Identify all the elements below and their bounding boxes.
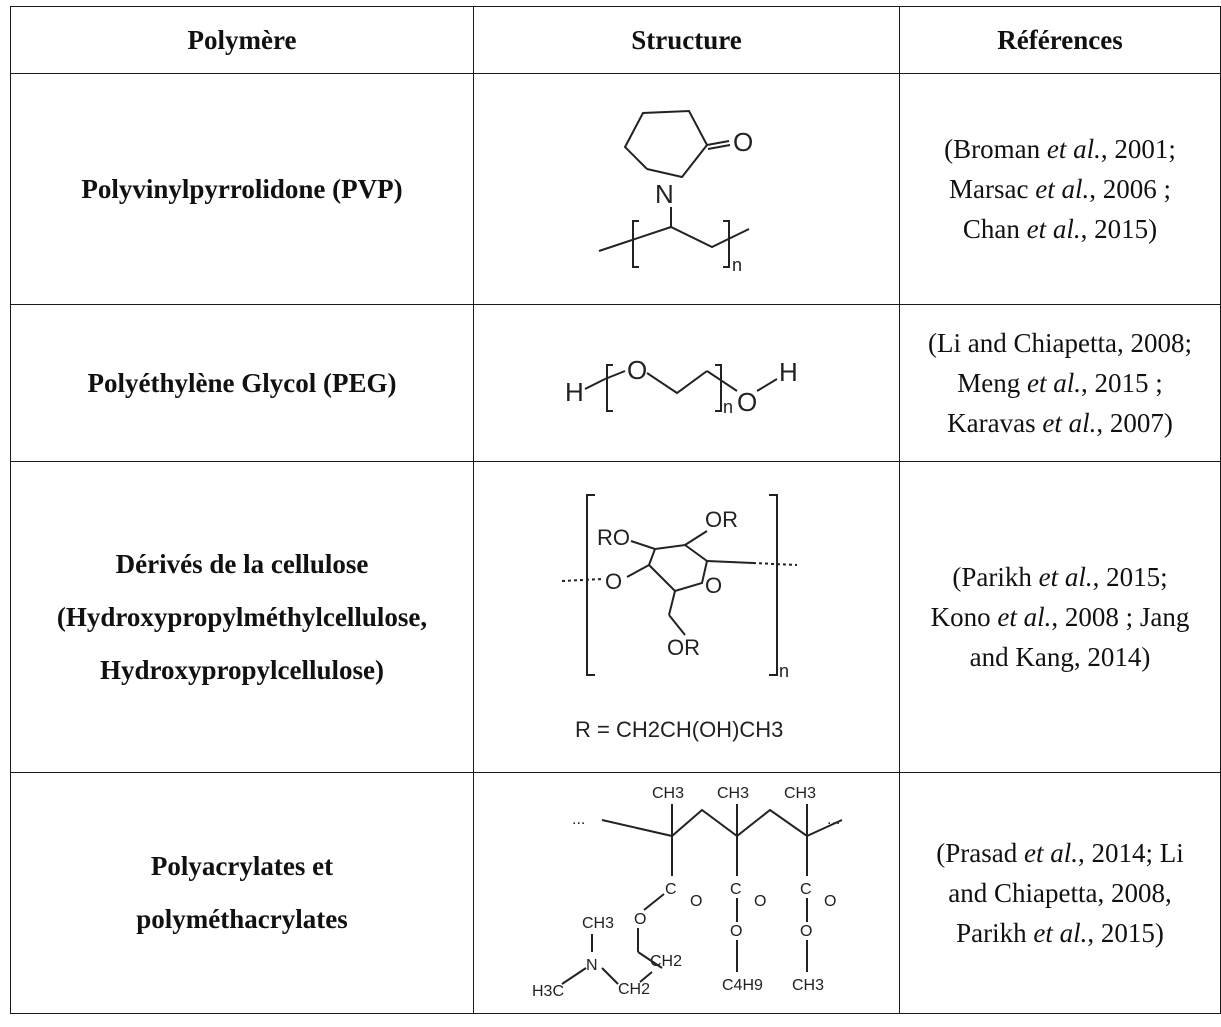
reference-line: Parikh et al., 2015) (956, 918, 1164, 948)
reference-line: and Chiapetta, 2008, (948, 878, 1172, 908)
cellulose-r-definition: R = CH2CH(OH)CH3 (575, 717, 783, 742)
acrylate-ch3-ester: CH3 (792, 977, 824, 994)
polymer-name: Dérivés de la cellulose (Hydroxypropylmé… (10, 461, 474, 773)
references-cell: (Li and Chiapetta, 2008; Meng et al., 20… (899, 304, 1221, 462)
pvp-structure: O N n (598, 109, 753, 275)
header-row: Polymère Structure Références (10, 6, 1221, 74)
pvp-subscript-n: n (732, 255, 742, 274)
table-row: Polyvinylpyrrolidone (PVP) O N n (Broman… (10, 73, 1221, 305)
acrylate-nch3: CH3 (582, 915, 614, 932)
header-structure: Structure (473, 6, 900, 74)
acrylate-o-2: O (754, 893, 766, 910)
header-references: Références (899, 6, 1221, 74)
pvp-oxygen: O (733, 127, 753, 157)
acrylate-ch2-1: CH2 (650, 953, 682, 970)
reference-line: Marsac et al., 2006 ; (949, 174, 1171, 204)
table-row: Dérivés de la cellulose (Hydroxypropylmé… (10, 461, 1221, 773)
reference-line: Kono et al., 2008 ; Jang (930, 602, 1190, 632)
acrylate-c-3: C (800, 881, 812, 898)
acrylate-c-1: C (665, 881, 677, 898)
peg-h-right: H (779, 357, 798, 387)
acrylate-ester-o-2: O (730, 923, 742, 940)
structure-cell: H O n O H (473, 304, 900, 462)
acrylate-o-3: O (824, 893, 836, 910)
cellulose-or-top: OR (705, 507, 738, 532)
cellulose-subscript-n: n (779, 661, 789, 681)
polymer-name: Polyacrylates et polyméthacrylates (10, 772, 474, 1014)
peg-h-left: H (565, 377, 584, 407)
peg-subscript-n: n (723, 397, 733, 417)
cellulose-o-ring: O (705, 573, 722, 598)
cellulose-or-bottom: OR (667, 635, 700, 660)
pvp-nitrogen: N (655, 179, 674, 209)
structure-cell: O N n (473, 73, 900, 305)
acrylate-h3c: H3C (532, 983, 564, 1000)
polyacrylate-structure: ... ... CH3 CH3 CH3 C C C O O O O O (532, 785, 842, 1000)
reference-line: and Kang, 2014) (969, 642, 1151, 672)
polymer-table: Polymère Structure Références Polyvinylp… (10, 6, 1221, 1014)
peg-structure: H O n O H (565, 355, 798, 417)
acrylate-ch3-1: CH3 (652, 785, 684, 802)
acrylate-ch3-2: CH3 (717, 785, 749, 802)
structure-cell: n RO OR O O OR R = CH2CH(OH)CH3 (473, 461, 900, 773)
acrylate-ch3-3: CH3 (784, 785, 816, 802)
reference-line: (Broman et al., 2001; (944, 134, 1176, 164)
acrylate-c-2: C (730, 881, 742, 898)
table-row: Polyéthylène Glycol (PEG) H O n O H (Li … (10, 304, 1221, 462)
references-cell: (Broman et al., 2001; Marsac et al., 200… (899, 73, 1221, 305)
reference-line: Karavas et al., 2007) (947, 408, 1173, 438)
references-cell: (Prasad et al., 2014; Li and Chiapetta, … (899, 772, 1221, 1014)
reference-line: (Prasad et al., 2014; Li (936, 838, 1184, 868)
peg-o2: O (737, 387, 757, 417)
cellulose-structure: n RO OR O O OR R = CH2CH(OH)CH3 (561, 493, 797, 742)
polymer-name: Polyvinylpyrrolidone (PVP) (10, 73, 474, 305)
acrylate-ester-o-1: O (634, 911, 646, 928)
acrylate-ch2-2: CH2 (618, 981, 650, 998)
acrylate-ester-o-3: O (800, 923, 812, 940)
reference-line: Chan et al., 2015) (962, 214, 1158, 244)
acrylate-o-1: O (690, 893, 702, 910)
table-row: Polyacrylates et polyméthacrylates ... .… (10, 772, 1221, 1014)
acrylate-n: N (586, 957, 598, 974)
acrylate-ellipsis-right: ... (827, 811, 840, 828)
references-cell: (Parikh et al., 2015; Kono et al., 2008 … (899, 461, 1221, 773)
acrylate-ellipsis-left: ... (572, 811, 585, 828)
peg-o1: O (627, 355, 647, 385)
reference-line: (Parikh et al., 2015; (952, 562, 1168, 592)
structure-cell: ... ... CH3 CH3 CH3 C C C O O O O O (473, 772, 900, 1014)
cellulose-o-left: O (605, 569, 622, 594)
reference-line: (Li and Chiapetta, 2008; (928, 328, 1192, 358)
polymer-name: Polyéthylène Glycol (PEG) (10, 304, 474, 462)
cellulose-ro: RO (597, 525, 630, 550)
header-polymer: Polymère (10, 6, 474, 74)
reference-line: Meng et al., 2015 ; (957, 368, 1163, 398)
acrylate-c4h9: C4H9 (722, 977, 763, 994)
